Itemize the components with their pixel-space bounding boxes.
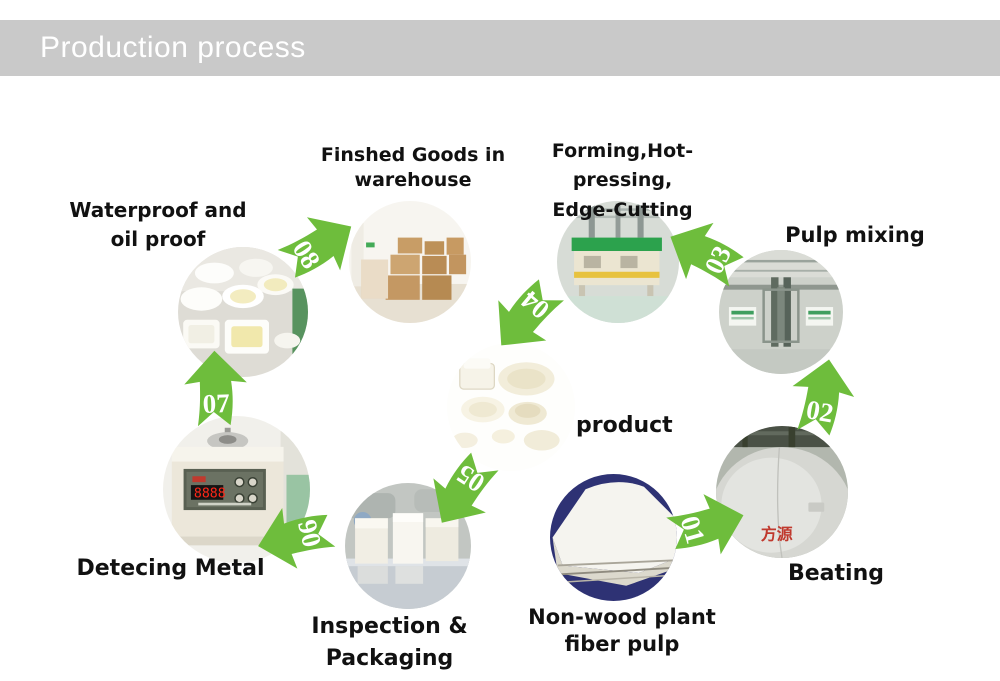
arrow-step-07-icon: 07: [180, 348, 251, 446]
warehouse-label-line2: warehouse: [354, 168, 472, 191]
product-label: product: [576, 410, 696, 442]
metal-detecting-label: Detecing Metal: [58, 553, 283, 585]
node-forming: [557, 201, 679, 323]
forming-label: Forming,Hot-pressing, Edge-Cutting: [505, 137, 740, 225]
forming-label-line1: Forming,Hot-pressing,: [551, 140, 694, 192]
forming-machine-photo: [557, 201, 679, 323]
inspection-label-text: Inspection & Packaging: [311, 614, 468, 671]
arrow-step-02-icon: 02: [779, 352, 863, 458]
detector-led-display: 8888: [194, 487, 226, 502]
node-beating: 方源: [716, 426, 848, 558]
waterproof-label-line2: oil proof: [110, 227, 206, 251]
beating-label: Beating: [776, 558, 896, 590]
arrow-step-05-icon: 05: [412, 425, 521, 543]
arrow-step-08-icon: 08: [253, 197, 370, 306]
beating-tank-text: 方源: [761, 525, 793, 544]
arrow-step-01-icon: 01: [643, 482, 754, 574]
arrow-step-03-icon: 03: [654, 205, 770, 308]
product-label-text: product: [576, 413, 673, 438]
beating-tank-photo: 方源: [716, 426, 848, 558]
node-fiber-pulp: [550, 474, 677, 601]
forming-label-line2: Edge-Cutting: [552, 198, 693, 221]
fiber-pulp-sheets-photo: [550, 474, 677, 601]
fiber-pulp-label: Non-wood plant fiber pulp: [522, 604, 722, 659]
fiber-pulp-label-line1: Non-wood plant: [528, 605, 716, 629]
waterproof-label-line1: Waterproof and: [69, 198, 247, 222]
node-warehouse: [349, 201, 471, 323]
waterproof-label: Waterproof and oil proof: [58, 196, 258, 254]
node-product: [447, 343, 575, 471]
metal-detecting-label-text: Detecing Metal: [76, 556, 265, 581]
page-title: Production process: [40, 31, 306, 64]
warehouse-label: Finshed Goods in warehouse: [313, 143, 513, 192]
warehouse-boxes-photo: [349, 201, 471, 323]
warehouse-label-line1: Finshed Goods in: [320, 144, 506, 166]
beating-label-text: Beating: [787, 561, 884, 586]
pulp-mixing-label-text: Pulp mixing: [785, 223, 925, 247]
arrow-step-04-icon: 04: [474, 251, 588, 368]
pulp-mixing-label: Pulp mixing: [770, 220, 940, 250]
fiber-pulp-label-line2: fiber pulp: [564, 632, 680, 657]
title-banner: Production process: [0, 20, 1000, 76]
step-number-07: 07: [202, 387, 231, 419]
inspection-label: Inspection & Packaging: [252, 611, 527, 675]
step-number-02: 02: [804, 394, 836, 429]
arrow-step-06-icon: 06: [248, 490, 358, 579]
product-tableware-photo: [447, 343, 575, 471]
